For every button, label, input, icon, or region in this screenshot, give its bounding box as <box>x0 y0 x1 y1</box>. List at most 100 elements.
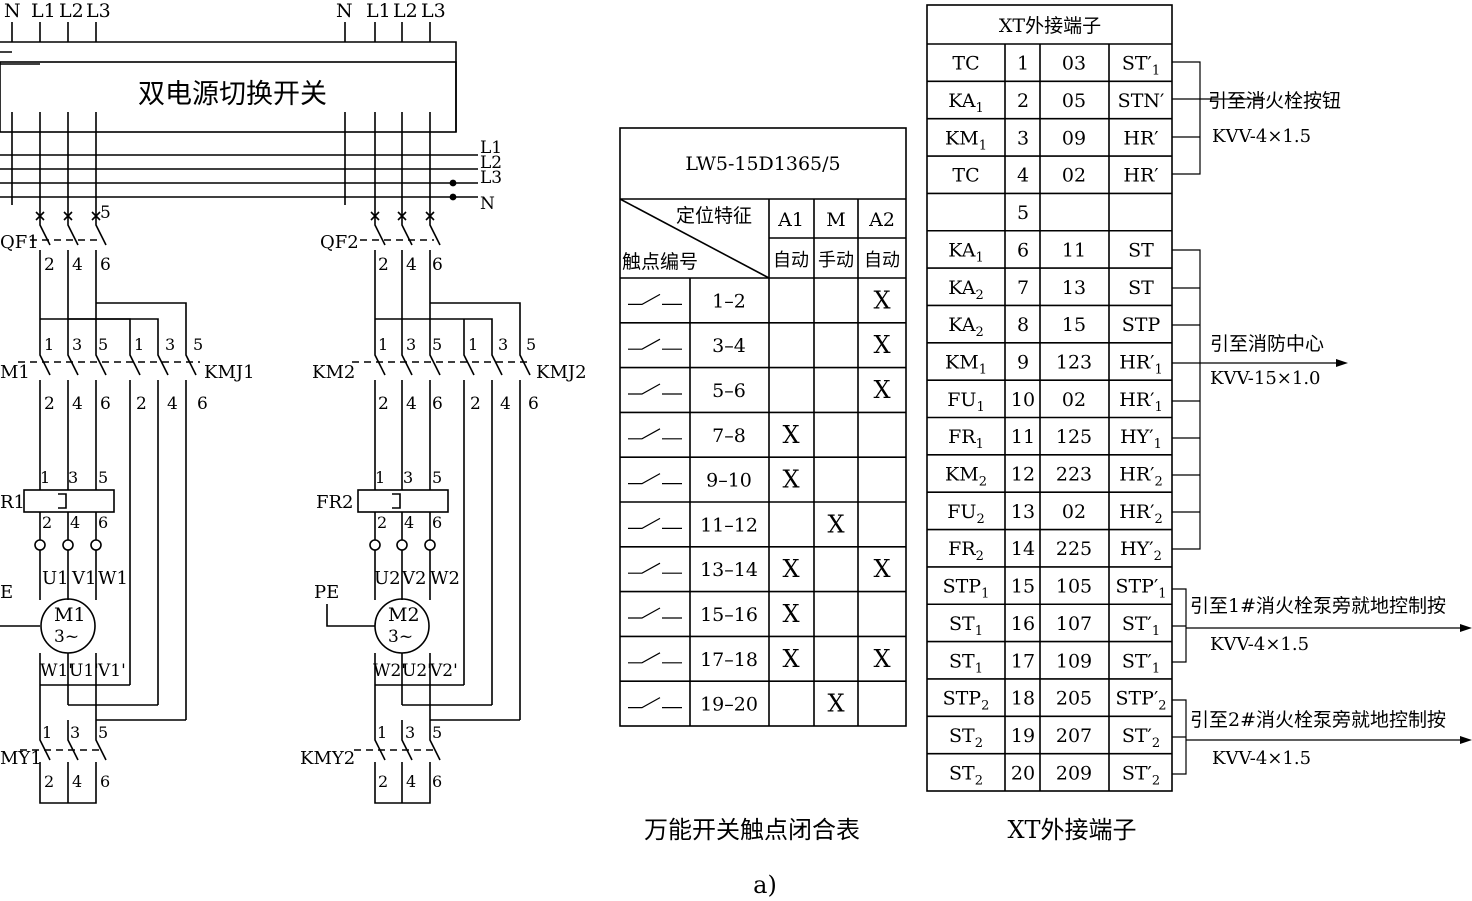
switch-contact-table: LW5-15D1365/5 定位特征 触点编号 A1 M A2 自动 手动 自动… <box>619 127 907 727</box>
contact-symbol-icon <box>628 383 682 395</box>
contact-number: 9–10 <box>706 470 752 492</box>
contact-symbol-icon <box>628 562 682 574</box>
svg-text:4: 4 <box>72 772 82 791</box>
pos-m: M <box>826 209 845 231</box>
svg-text:2: 2 <box>378 394 389 414</box>
contact-symbol-icon <box>628 517 682 529</box>
svg-text:5: 5 <box>526 335 536 354</box>
uvw-top-right-u: U2 <box>374 568 401 589</box>
xt-wire-no: 223 <box>1056 464 1092 486</box>
xt-device: KA1 <box>948 90 983 116</box>
svg-text:5: 5 <box>432 468 442 487</box>
xt-device: ST1 <box>949 613 983 639</box>
uvw-bot-left-v: V1' <box>97 661 126 681</box>
svg-text:2: 2 <box>470 394 481 414</box>
svg-text:2: 2 <box>377 513 387 532</box>
svg-text:5: 5 <box>100 203 111 223</box>
bus-label-left-l2: L2 <box>59 0 84 22</box>
xt-terminal-no: 3 <box>1017 127 1029 149</box>
mode-a1: 自动 <box>773 250 809 271</box>
svg-text:5: 5 <box>432 723 442 742</box>
closed-mark-m: X <box>827 510 844 538</box>
xt-terminal-no: 18 <box>1011 688 1035 710</box>
contact-symbol-icon <box>628 607 682 619</box>
bus-label-right-l1: L1 <box>366 0 391 22</box>
motor-right-sub: 3~ <box>388 627 413 647</box>
xt-device: TC <box>952 53 979 75</box>
motor-left-label: M1 <box>54 604 86 626</box>
xt-wire-no: 09 <box>1062 127 1086 149</box>
branch-left: 5 QF1 2 4 6 1 3 5 1 3 5 M1 KMJ1 2 4 6 2 … <box>0 203 255 804</box>
closed-mark-a1: X <box>782 466 799 494</box>
xt-external: STP <box>1122 314 1161 336</box>
pe-right-label: PE <box>314 582 339 603</box>
svg-text:6: 6 <box>197 394 208 414</box>
closed-mark-a1: X <box>782 600 799 628</box>
annotation-3-label: 引至1#消火栓泵旁就地控制按 <box>1190 595 1446 617</box>
xt-device: STP1 <box>943 576 990 602</box>
contact-symbol-icon <box>628 697 682 709</box>
annotation-3-cable: KVV-4×1.5 <box>1210 634 1309 655</box>
out-bus-n: N <box>480 194 495 214</box>
contact-number: 1–2 <box>712 290 746 312</box>
xt-terminal-no: 6 <box>1017 239 1029 261</box>
svg-text:2: 2 <box>44 772 54 791</box>
xt-device: STP2 <box>943 688 990 714</box>
annotation-1-cable: KVV-4×1.5 <box>1212 126 1311 147</box>
svg-text:1: 1 <box>377 723 387 742</box>
uvw-top-right-w: W2 <box>430 568 460 589</box>
closed-mark-a2: X <box>873 555 890 583</box>
uvw-top-left-v: V1 <box>71 568 96 589</box>
xt-terminal-no: 8 <box>1017 314 1029 336</box>
qf-right-label: QF2 <box>320 232 359 253</box>
svg-text:4: 4 <box>72 394 83 414</box>
svg-text:3: 3 <box>498 335 508 354</box>
svg-text:2: 2 <box>378 772 388 791</box>
pe-left-label: E <box>0 582 13 603</box>
xt-device: ST2 <box>949 762 983 788</box>
xt-wire-no: 13 <box>1062 277 1086 299</box>
dual-power-switch-box <box>0 61 457 133</box>
xt-terminal-no: 4 <box>1017 165 1029 187</box>
svg-text:4: 4 <box>406 394 417 414</box>
mode-a2: 自动 <box>864 250 900 271</box>
switch-box-label: 双电源切换开关 <box>138 79 327 110</box>
svg-text:1: 1 <box>378 335 388 354</box>
uvw-top-right-v: V2 <box>401 568 426 589</box>
xt-external: HY′1 <box>1120 426 1162 452</box>
contact-number: 13–14 <box>700 559 758 581</box>
xt-wire-no: 205 <box>1056 688 1092 710</box>
svg-text:2: 2 <box>44 255 55 275</box>
xt-wire-no: 02 <box>1062 501 1086 523</box>
xt-wire-no: 15 <box>1062 314 1086 336</box>
svg-text:6: 6 <box>100 772 110 791</box>
bus-label-right-n: N <box>336 0 353 22</box>
svg-text:6: 6 <box>432 513 442 532</box>
xt-terminal-no: 10 <box>1011 389 1035 411</box>
svg-text:3: 3 <box>165 335 175 354</box>
kmy-left-label: MY1 <box>0 748 42 769</box>
closed-mark-a2: X <box>873 331 890 359</box>
svg-text:2: 2 <box>42 513 52 532</box>
out-bus-l1: L1 <box>480 138 502 158</box>
xt-external: STP′1 <box>1115 576 1166 602</box>
closed-mark-a2: X <box>873 376 890 404</box>
closed-mark-a1: X <box>782 555 799 583</box>
svg-text:6: 6 <box>100 255 111 275</box>
xt-device: KM2 <box>945 464 987 490</box>
contact-number: 17–18 <box>700 649 758 671</box>
xt-device: KM1 <box>945 127 987 153</box>
xt-terminal-no: 5 <box>1017 202 1029 224</box>
closed-mark-a1: X <box>782 645 799 673</box>
contact-symbol-icon <box>628 338 682 350</box>
svg-text:3: 3 <box>405 723 415 742</box>
xt-wire-no: 02 <box>1062 165 1086 187</box>
power-output-bus: L1 L2 L3 N <box>0 112 502 214</box>
annotation-fire-button: 引至消火栓按钮 KVV-4×1.5 <box>1172 61 1341 175</box>
svg-text:5: 5 <box>98 335 108 354</box>
uvw-top-left-w: W1 <box>98 568 128 589</box>
xt-external: HR′2 <box>1119 464 1162 490</box>
xt-terminal-no: 11 <box>1011 426 1035 448</box>
